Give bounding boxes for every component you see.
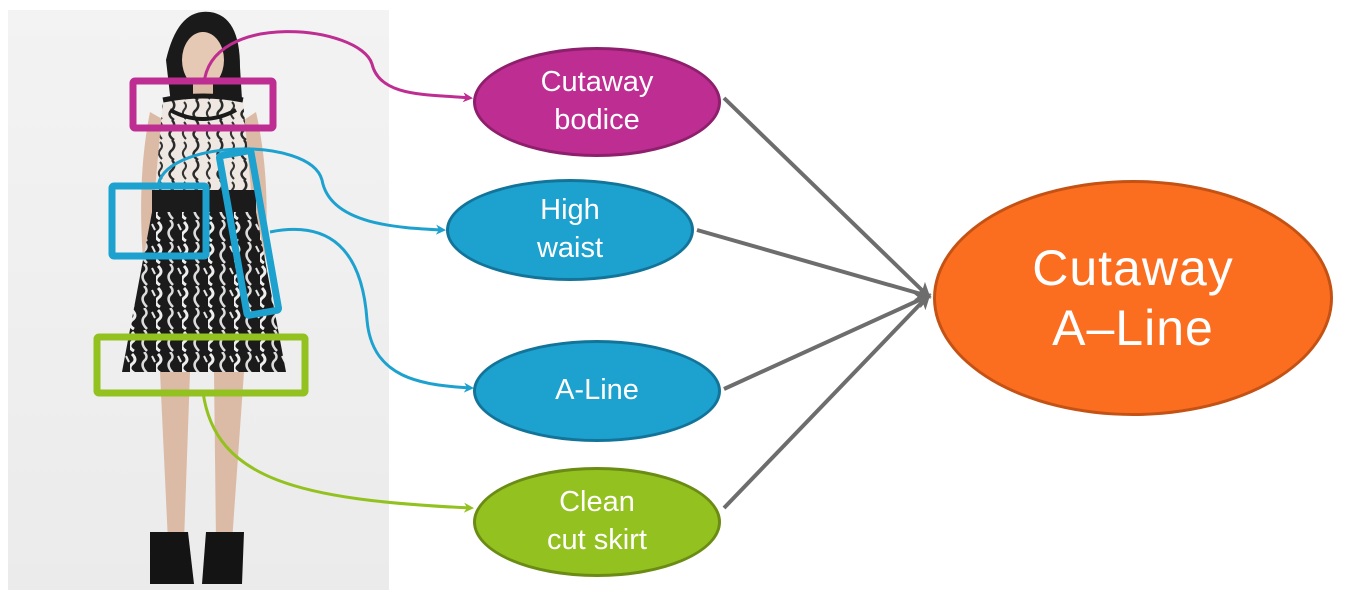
model-photo [8, 10, 389, 590]
node-result-cutaway-a-line: Cutaway A–Line [933, 180, 1333, 416]
node-result-label: Cutaway A–Line [1032, 240, 1234, 356]
node-high-waist: High waist [446, 179, 694, 281]
bodice-to-result-arrow [722, 96, 931, 299]
node-a-line-label: A-Line [555, 374, 639, 407]
node-clean-cut-skirt: Clean cut skirt [473, 467, 721, 577]
node-clean-cut-skirt-label: Clean cut skirt [547, 486, 647, 556]
skirt-to-result-arrow [722, 293, 931, 510]
waist-to-result-arrow [696, 228, 932, 301]
bodice-connector-arrow [202, 30, 473, 103]
aline-to-result-arrow [723, 293, 932, 391]
node-cutaway-bodice: Cutaway bodice [473, 47, 721, 157]
skirt-highlight-box [93, 333, 309, 397]
waist-connector-arrow [156, 147, 446, 235]
node-high-waist-label: High waist [536, 194, 604, 264]
node-a-line: A-Line [473, 340, 721, 442]
node-cutaway-bodice-label: Cutaway bodice [540, 66, 654, 136]
aline-highlight-box [215, 147, 283, 319]
aline-connector-arrow [269, 227, 474, 393]
skirt-connector-arrow [201, 391, 474, 513]
